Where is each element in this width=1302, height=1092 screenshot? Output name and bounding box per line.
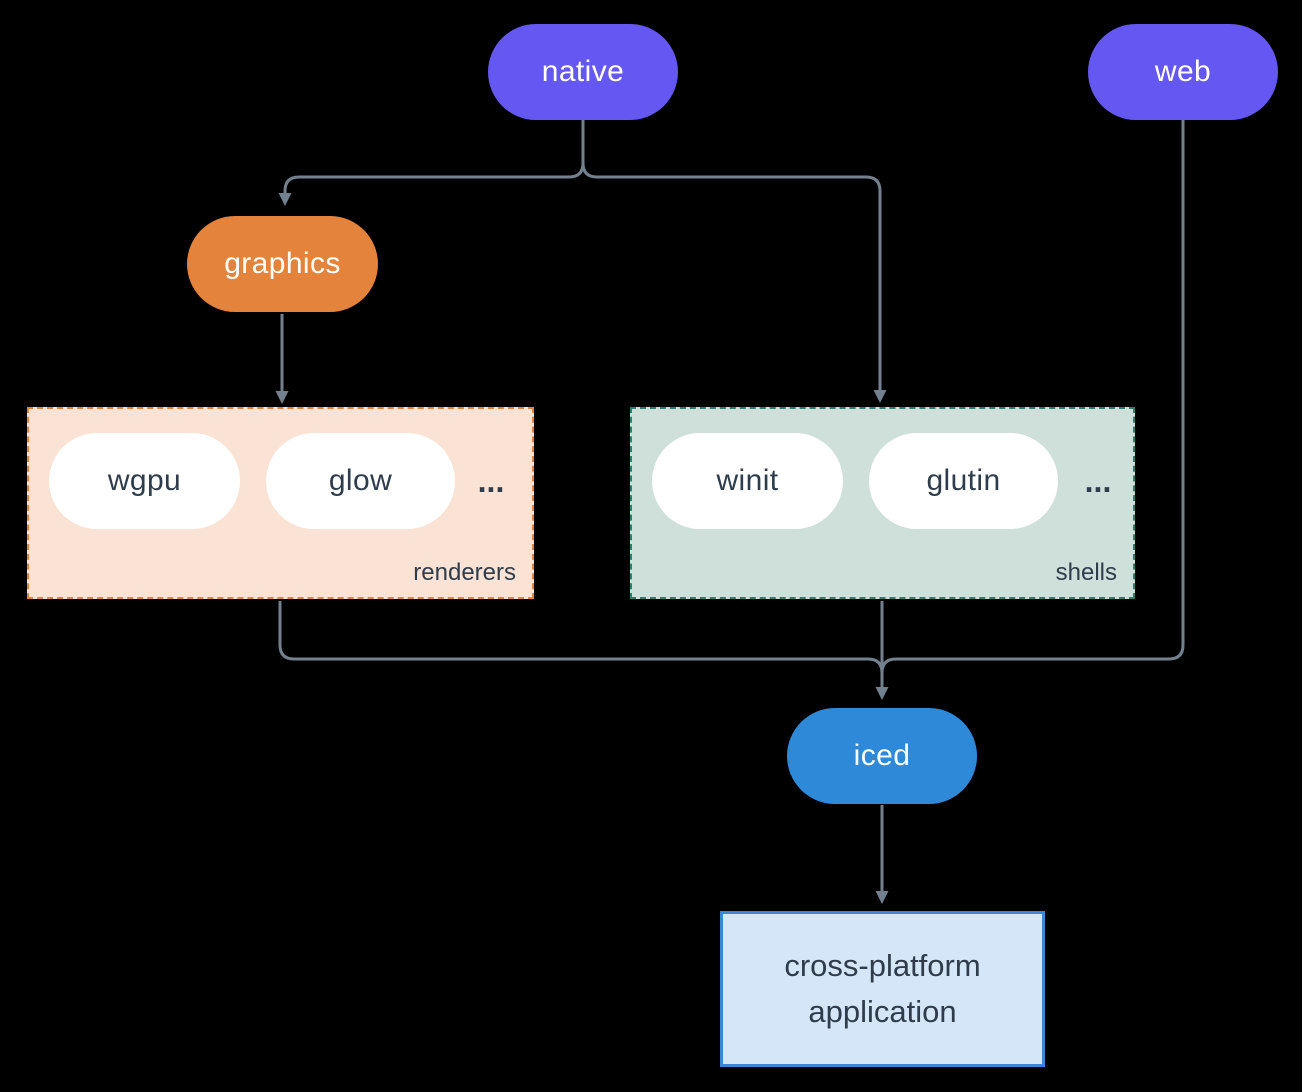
node-native-label: native	[541, 55, 625, 88]
node-wgpu: wgpu	[49, 433, 240, 529]
edge-renderers-to-merge	[278, 601, 884, 674]
node-glutin: glutin	[869, 433, 1058, 529]
app-label-line-2: application	[808, 994, 957, 1029]
app-label-line-1: cross-platform	[784, 947, 981, 983]
node-glow: glow	[266, 433, 455, 529]
node-glutin-label: glutin	[926, 464, 1001, 497]
edge-native-to-shells	[581, 162, 887, 403]
renderers-ellipsis: ...	[477, 462, 505, 499]
edge-native-to-graphics	[278, 162, 585, 206]
node-glow-label: glow	[328, 464, 393, 497]
node-web: web	[1088, 24, 1278, 120]
renderers-group-label: renderers	[413, 559, 516, 586]
node-graphics: graphics	[187, 216, 378, 312]
node-iced-label: iced	[853, 739, 911, 772]
shells-group-label: shells	[1055, 559, 1117, 586]
node-graphics-label: graphics	[224, 247, 341, 280]
group-shells: winit glutin ... shells	[630, 407, 1135, 599]
node-winit-label: winit	[716, 464, 779, 497]
node-cross-platform-application: cross-platform application	[720, 911, 1045, 1067]
node-winit: winit	[652, 433, 843, 529]
group-renderers: wgpu glow ... renderers	[27, 407, 534, 599]
shells-ellipsis: ...	[1084, 462, 1112, 499]
node-wgpu-label: wgpu	[107, 464, 182, 497]
node-web-label: web	[1154, 55, 1212, 88]
node-iced: iced	[787, 708, 977, 804]
node-native: native	[488, 24, 678, 120]
